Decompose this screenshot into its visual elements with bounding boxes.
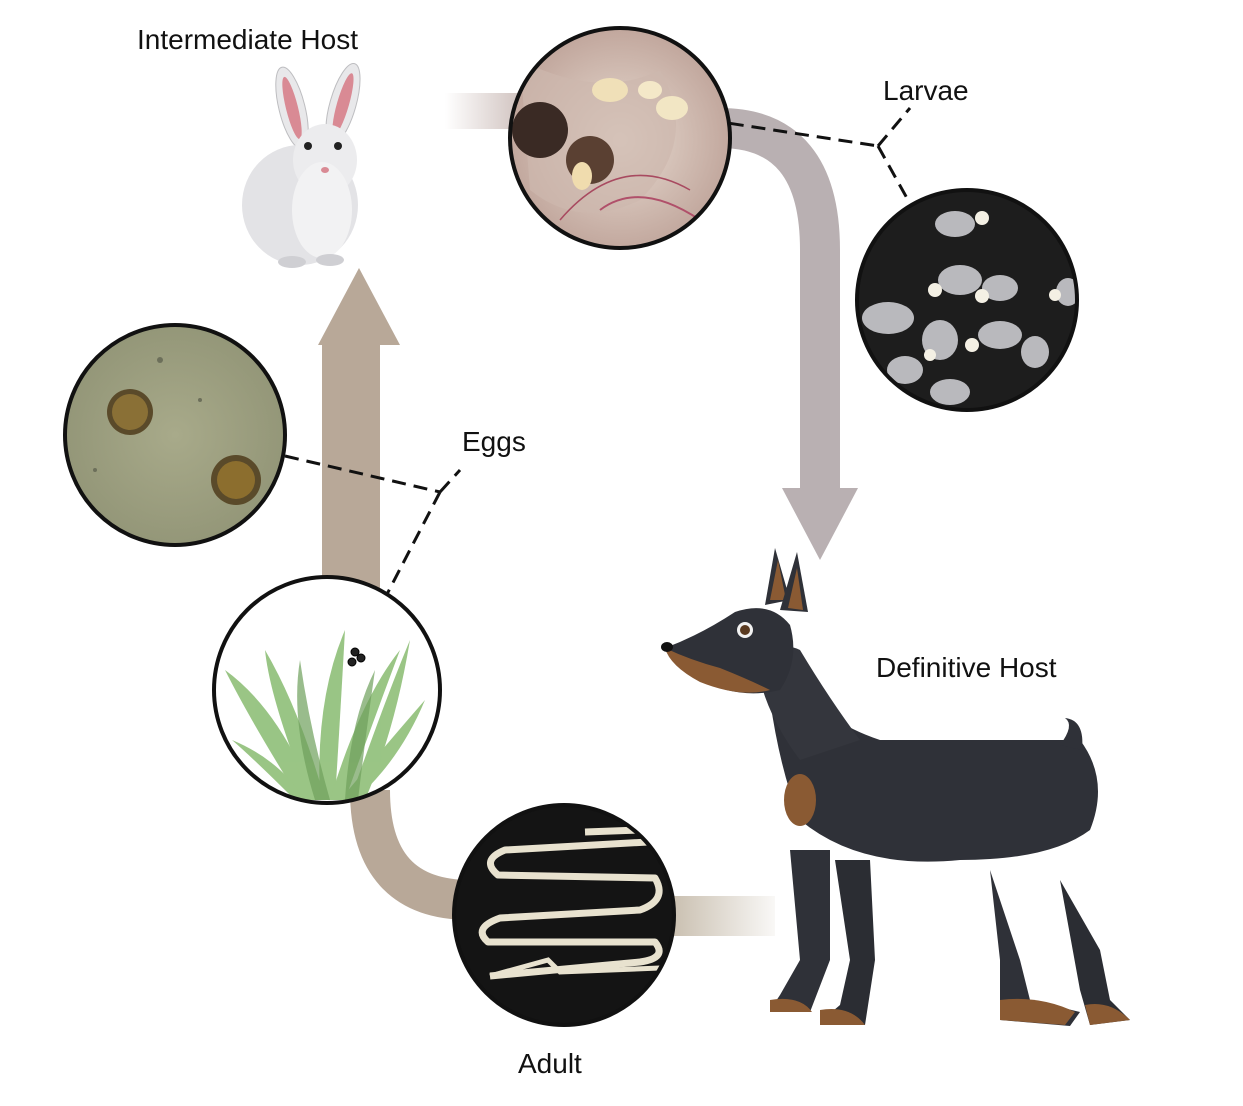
- arrow-cyst-to-dog: [719, 108, 858, 560]
- cyst-tissue-icon: [508, 26, 732, 250]
- egg-micrograph-icon: [63, 323, 287, 547]
- arrow-dog-to-adult: [660, 896, 775, 936]
- larvae-micrograph-icon: [855, 188, 1079, 412]
- arrow-eggs-to-rabbit: [318, 268, 400, 605]
- adult-worm-icon: [452, 803, 676, 1027]
- definitive-host-label: Definitive Host: [876, 652, 1057, 683]
- larvae-label: Larvae: [883, 75, 969, 106]
- larvae-leader-lines: [707, 107, 912, 201]
- rabbit-icon: [242, 62, 361, 268]
- grass-icon: [212, 575, 442, 805]
- adult-label: Adult: [518, 1048, 582, 1079]
- intermediate-host-label: Intermediate Host: [137, 24, 358, 55]
- dog-icon: [661, 548, 1130, 1026]
- eggs-leader-lines: [284, 454, 462, 651]
- arrow-adult-to-grass: [350, 789, 471, 920]
- eggs-label: Eggs: [462, 426, 526, 457]
